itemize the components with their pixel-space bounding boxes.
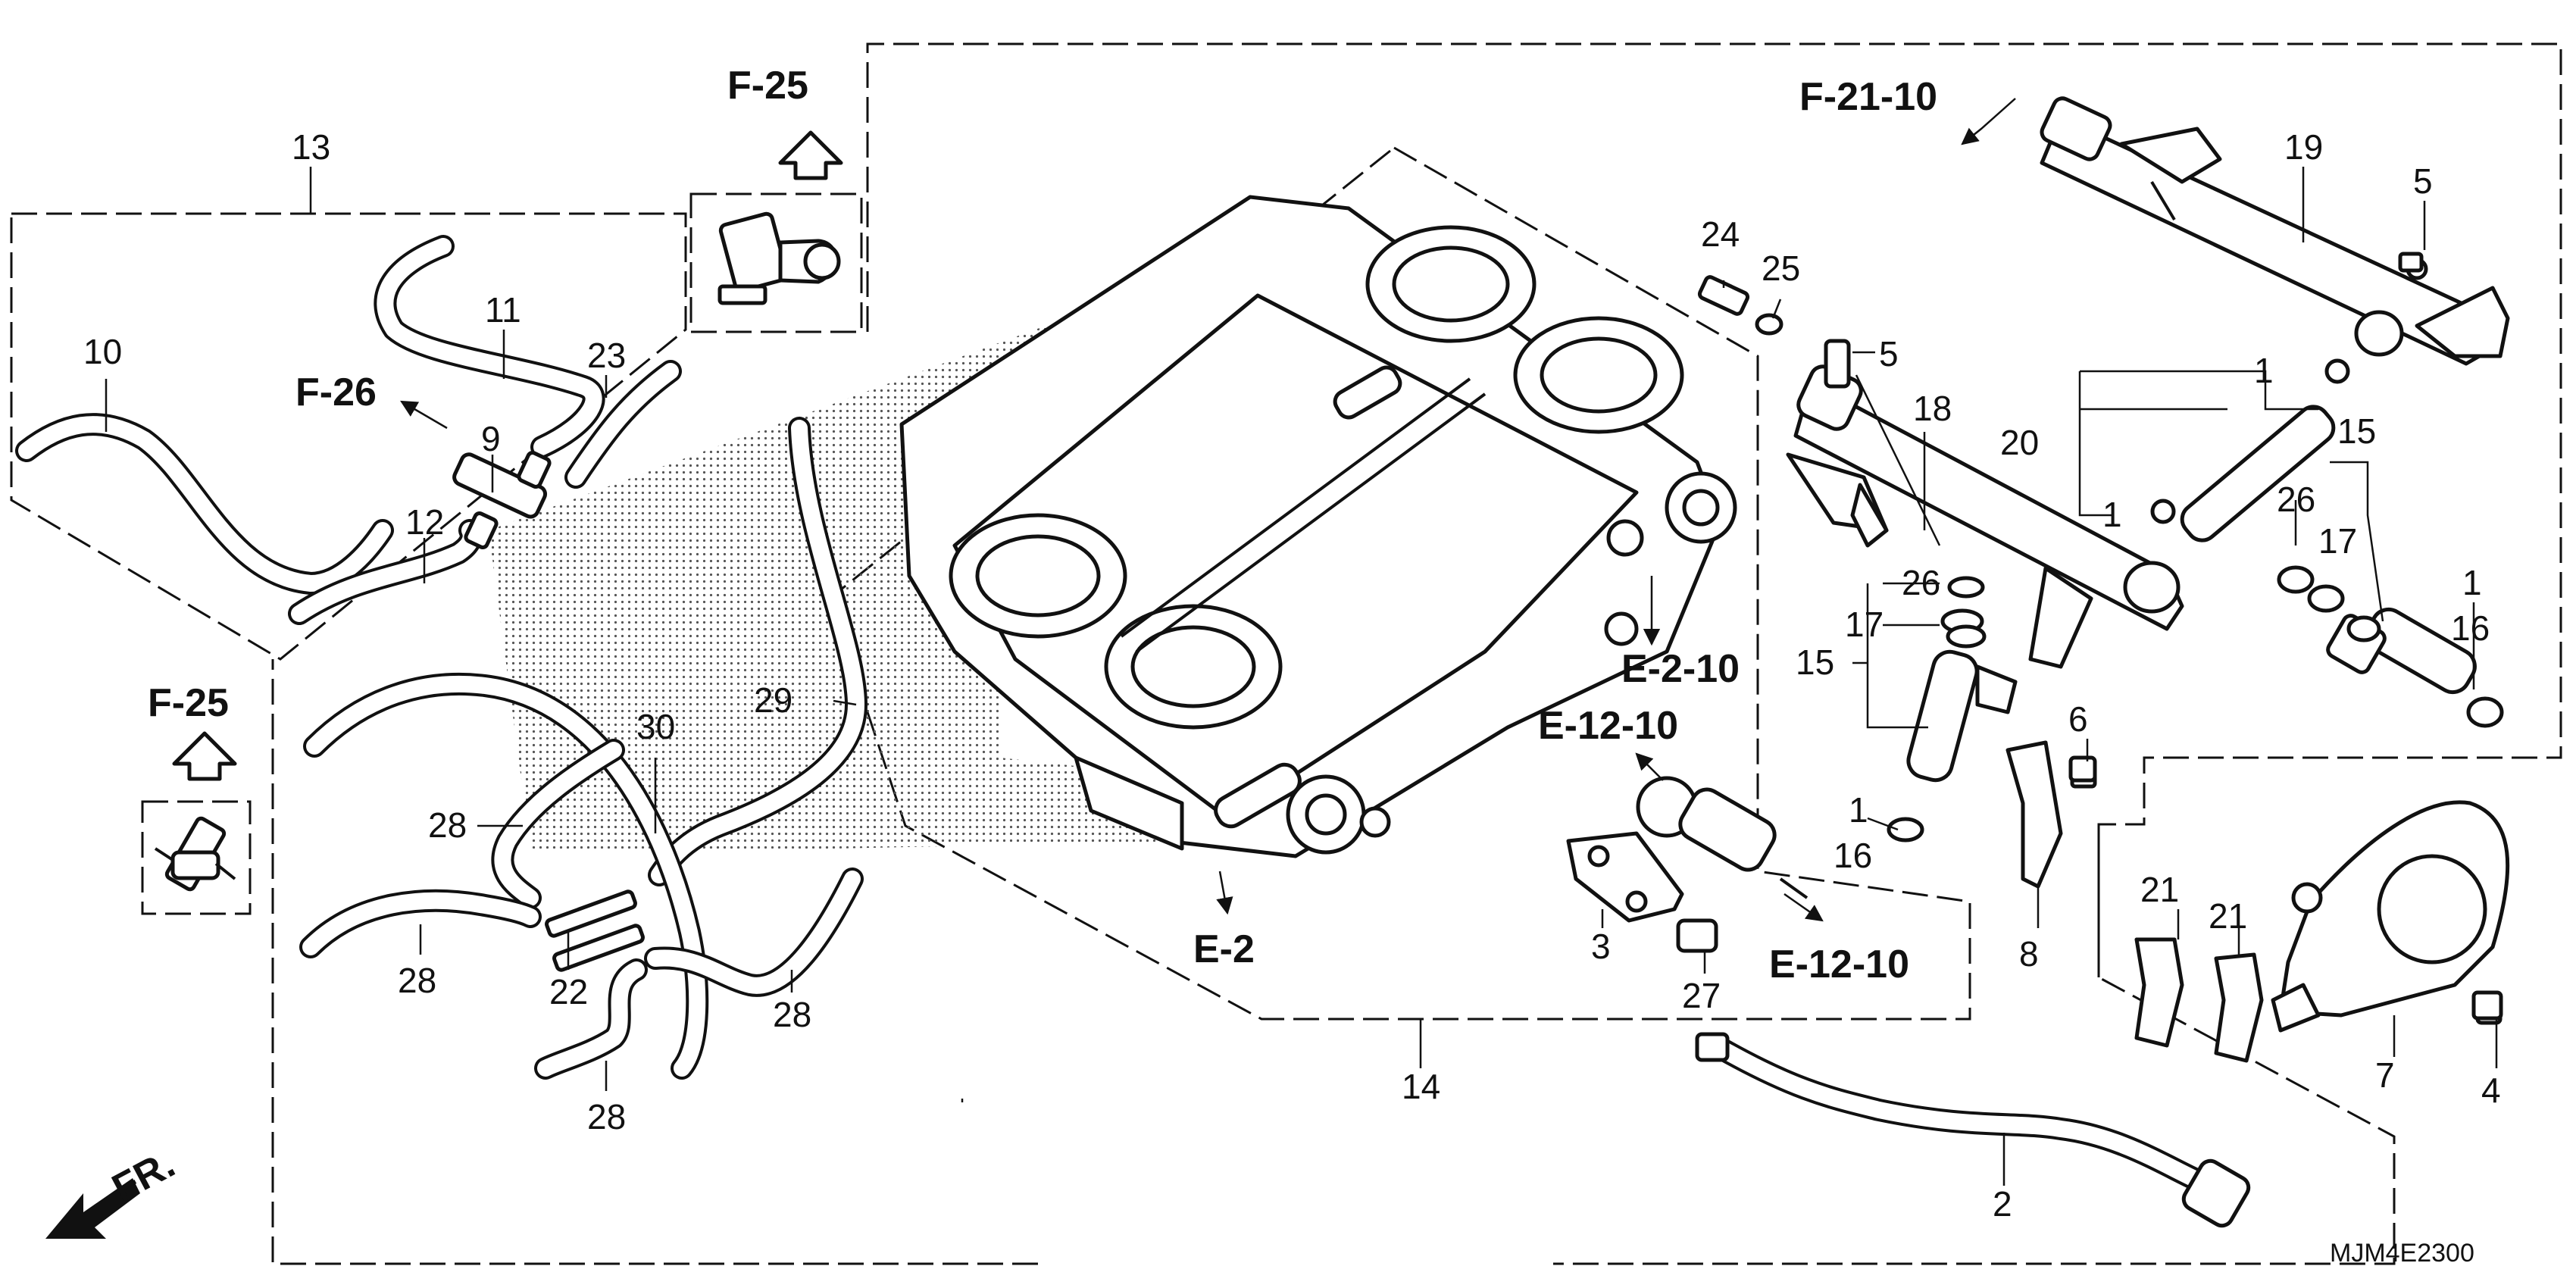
valve-f25-left [154, 816, 236, 892]
callout-numbers: 13 10 11 23 9 12 29 30 28 28 28 28 22 14… [83, 127, 2501, 1224]
callout-19: 19 [2284, 127, 2323, 167]
callout-28-c: 28 [773, 995, 811, 1034]
joint-22 [545, 889, 645, 972]
hose-28-a [491, 739, 625, 909]
callout-6: 6 [2068, 699, 2088, 739]
callout-28-b: 28 [398, 961, 436, 1000]
callout-14: 14 [1402, 1067, 1440, 1106]
ref-e2: E-2 [1193, 927, 1255, 971]
hose-11 [374, 235, 605, 458]
injector-right [2277, 565, 2504, 728]
fuel-hose-2 [1695, 1032, 2251, 1228]
ref-e12-10-top: E-12-10 [1538, 704, 1678, 748]
callout-18: 18 [1913, 389, 1952, 428]
callout-4: 4 [2481, 1071, 2501, 1110]
callout-28-d: 28 [587, 1097, 626, 1136]
bolt-24 [1697, 275, 1750, 316]
fuel-rail-18 [1786, 364, 2184, 669]
map-sensor-f25 [717, 211, 841, 305]
ref-e2-10: E-2-10 [1621, 647, 1740, 691]
callout-12: 12 [405, 502, 444, 542]
callout-25: 25 [1762, 249, 1800, 288]
hose-10 [15, 413, 394, 595]
callout-28-a: 28 [428, 805, 467, 845]
callout-3: 3 [1591, 927, 1611, 966]
hose-28-b [299, 889, 542, 958]
callout-15-b: 15 [1796, 642, 1834, 682]
callout-17-a: 17 [2318, 521, 2357, 561]
callout-15-a: 15 [2337, 411, 2376, 451]
hose-28-c [644, 868, 864, 997]
callout-21-b: 21 [2209, 896, 2247, 936]
bolt-4 [2471, 990, 2503, 1021]
callout-5-b: 5 [2413, 161, 2433, 201]
callout-10: 10 [83, 332, 122, 371]
leader-lines [45, 98, 2498, 1239]
pipe-20 [2150, 358, 2350, 542]
callout-27: 27 [1682, 976, 1721, 1015]
injector-center [1887, 576, 2018, 843]
bolt-6 [2068, 755, 2097, 783]
hose-29 [648, 417, 868, 886]
callout-5-a: 5 [1879, 334, 1899, 374]
hose-23 [564, 360, 682, 489]
fuel-rail-19 [2040, 96, 2510, 366]
washer-25 [1755, 313, 1784, 336]
callout-17-b: 17 [1845, 605, 1884, 644]
ref-e12-10-bottom: E-12-10 [1769, 943, 1909, 986]
bolt-5 [1824, 339, 1851, 389]
ref-f21-10: F-21-10 [1799, 75, 1937, 119]
callout-7: 7 [2375, 1055, 2395, 1095]
callout-23: 23 [587, 336, 626, 375]
pressure-regulator-3 [1566, 776, 1809, 953]
callout-24: 24 [1701, 214, 1740, 254]
callout-21-a: 21 [2140, 870, 2179, 909]
callout-20: 20 [2000, 423, 2039, 462]
ref-f25-left: F-25 [148, 681, 229, 725]
callout-1-a: 1 [2254, 351, 2274, 390]
callout-26-b: 26 [1902, 563, 1940, 602]
callout-2: 2 [1993, 1184, 2012, 1224]
throttle-body-14 [899, 195, 1737, 858]
callout-9: 9 [481, 419, 501, 458]
hose-28-d [534, 958, 648, 1080]
callout-30: 30 [636, 707, 675, 746]
clip-21 [2134, 937, 2264, 1063]
diagram-code: MJM4E2300 [2330, 1239, 2474, 1268]
callout-1-d: 1 [1849, 790, 1868, 830]
callout-26-a: 26 [2277, 480, 2315, 519]
joint-9 [452, 451, 552, 549]
ref-f26: F-26 [295, 370, 377, 414]
callout-11: 11 [485, 290, 521, 330]
callout-29: 29 [754, 680, 792, 720]
callout-22: 22 [549, 972, 588, 1011]
callout-1-b: 1 [2102, 495, 2122, 534]
callout-13: 13 [292, 127, 330, 167]
callout-16-b: 16 [1834, 836, 1872, 875]
ref-f25-top: F-25 [727, 64, 808, 108]
cover-7 [2271, 800, 2510, 1033]
callout-16-a: 16 [2451, 608, 2490, 648]
callout-1-c: 1 [2462, 563, 2482, 602]
callout-8: 8 [2019, 934, 2039, 974]
